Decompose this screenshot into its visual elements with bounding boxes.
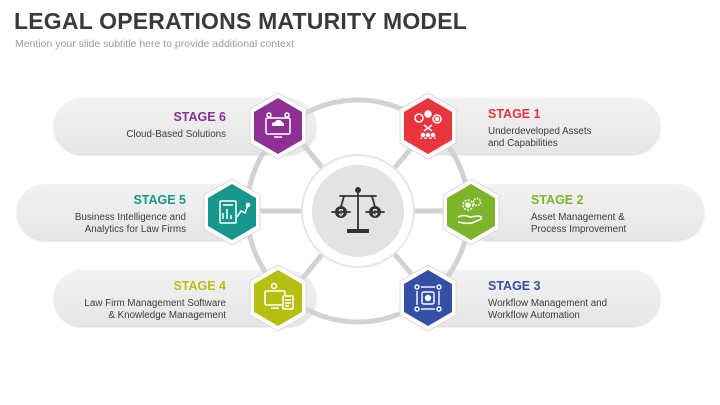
stage-1-hexagon xyxy=(397,91,459,161)
stage-5-description: Business Intelligence and Analytics for … xyxy=(74,212,186,235)
stage-1-text: STAGE 1 Underdeveloped Assets and Capabi… xyxy=(488,107,668,150)
monitor-document-icon xyxy=(264,282,294,310)
stage-3-text: STAGE 3 Workflow Management and Workflow… xyxy=(488,279,668,322)
stage-1-label: STAGE 1 xyxy=(488,107,541,121)
stage-2-description: Asset Management & Process Improvement xyxy=(531,212,627,235)
stage-1-description: Underdeveloped Assets and Capabilities xyxy=(488,126,592,149)
stage-3-description: Workflow Management and Workflow Automat… xyxy=(488,298,608,321)
stage-2-label: STAGE 2 xyxy=(531,193,584,207)
cloud-computer-icon xyxy=(265,112,291,138)
stage-6-hexagon xyxy=(247,91,309,161)
stage-6-text: STAGE 6 Cloud-Based Solutions xyxy=(46,110,226,141)
stage-5-text: STAGE 5 Business Intelligence and Analyt… xyxy=(6,193,186,236)
hand-gears-icon xyxy=(457,197,482,225)
ideas-gears-team-icon xyxy=(414,110,442,139)
page-subtitle: Mention your slide subtitle here to prov… xyxy=(15,38,294,50)
stage-5-label: STAGE 5 xyxy=(133,193,186,207)
stage-6-label: STAGE 6 xyxy=(173,110,226,124)
stage-4-text: STAGE 4 Law Firm Management Software & K… xyxy=(46,279,226,322)
stage-2-text: STAGE 2 Asset Management & Process Impro… xyxy=(531,193,711,236)
stage-2-pill xyxy=(460,184,704,240)
workflow-automation-icon xyxy=(414,284,442,312)
stage-3-label: STAGE 3 xyxy=(488,279,541,293)
stage-5-hexagon xyxy=(201,177,263,247)
stage-4-description: Law Firm Management Software & Knowledge… xyxy=(84,298,226,321)
page-title: LEGAL OPERATIONS MATURITY MODEL xyxy=(14,8,468,34)
stage-4-label: STAGE 4 xyxy=(173,279,226,293)
stage-3-hexagon xyxy=(397,263,459,333)
analytics-charts-icon xyxy=(219,200,251,224)
stage-6-description: Cloud-Based Solutions xyxy=(126,129,226,140)
scales-of-justice-dollar-icon: $ $ xyxy=(331,187,385,233)
stage-2-hexagon xyxy=(440,177,502,247)
stage-4-hexagon xyxy=(247,263,309,333)
